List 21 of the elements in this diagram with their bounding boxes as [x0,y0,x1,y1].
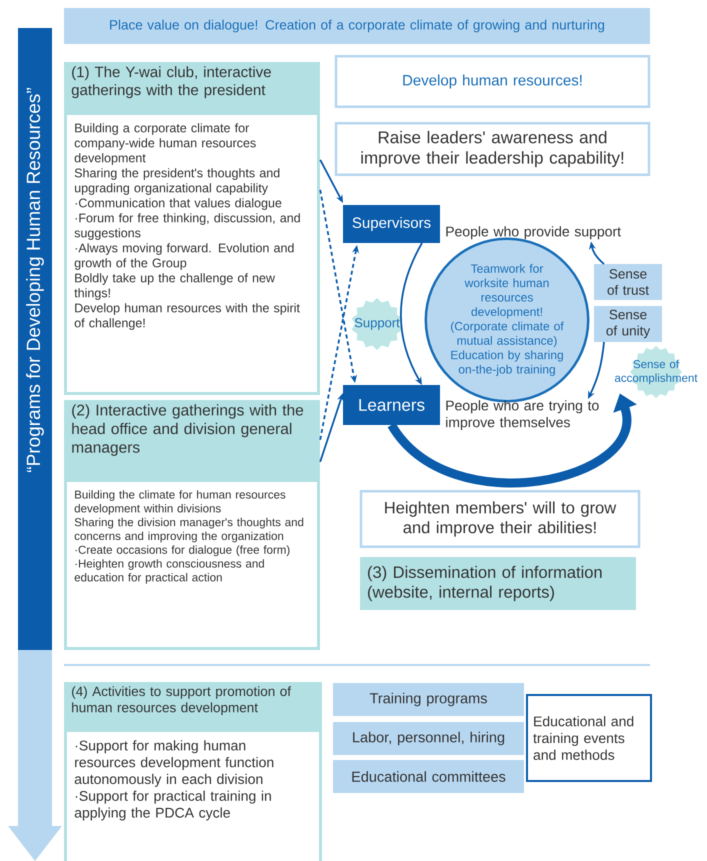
program-card: (1) The Y-wai club, interactive gatherings with the president Building a corporate climate for company-wide human resources development Sharing the president's thoughts and upgrading organizational capability ·Communication that values dialogue ·Forum for free thinking, discussion, and suggestions ·Always moving forward. Evolution and growth of the Group Boldly take up the challenge of new things! Develop human resources with the spirit of challenge! [64,62,320,395]
starburst: Support [352,298,402,350]
category-box: Educational committees [333,760,524,793]
slogan-box: Raise leaders' awareness and improve their leadership capability! [334,122,650,176]
node-label: People who provide support [446,226,621,240]
label-box: Sense of unity [594,306,662,342]
role-box: Learners [343,385,440,425]
outlined-box: Educational and training events and methods [526,694,652,782]
node-label: People who are trying to improve themselves [446,400,599,430]
slogan-box: Develop human resources! [334,55,650,108]
category-box: Training programs [333,683,524,716]
label-box: Sense of trust [594,264,662,300]
arrow-band: “Programs for Developing Human Resources” [8,28,62,861]
role-box: Supervisors [343,205,440,243]
starburst: Sense of accomplishment [614,346,698,398]
category-box: Labor, personnel, hiring [333,722,524,755]
program-card: (2) Interactive gatherings with the head office and division general managers Building the climate for human resources development within divisions Sharing the division manager's thoughts and concerns and improving the organization ·Create occasions for dialogue (free form) ·Heighten growth consciousness and education for practical action [64,400,320,650]
banner: Place value on dialogue! Creation of a corporate climate of growing and nurturing [64,8,650,44]
program-card: (4) Activities to support promotion of human resources development ·Support for making human resources development function autonomously in each division ·Support for practical training in applying the PDCA cycle [64,682,322,861]
program-box: (3) Dissemination of information (website, internal reports) [360,557,636,610]
slogan-box: Heighten members' will to grow and improve their abilities! [360,490,640,548]
